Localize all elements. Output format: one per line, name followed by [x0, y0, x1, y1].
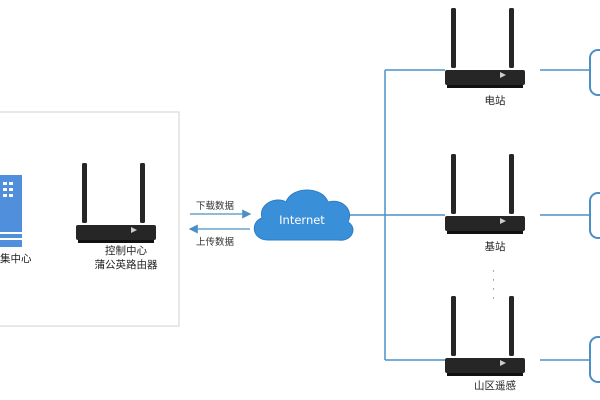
data-center-label: 集中心 [0, 253, 32, 265]
internet-label: Internet [279, 213, 325, 227]
control-center-panel [0, 111, 180, 327]
server-icon [0, 175, 22, 247]
remote-device-icons [589, 49, 600, 383]
mountain-sensing-router-icon [445, 296, 525, 376]
power-station-router-icon [445, 8, 525, 88]
control-center-line2: 蒲公英路由器 [94, 259, 158, 271]
download-label: 下载数据 [196, 201, 235, 212]
base-station-label: 基站 [484, 241, 506, 253]
mountain-sensing-label: 山区遥感 [474, 380, 516, 392]
control-center-label: 控制中心 蒲公英路由器 [76, 244, 176, 272]
upload-label: 上传数据 [196, 237, 235, 248]
internet-cloud-icon: Internet [253, 189, 354, 241]
control-center-router-icon [76, 163, 156, 243]
right-branch-lines [349, 69, 590, 361]
power-station-label: 电站 [484, 95, 506, 107]
ellipsis-indicator: · · · · [492, 267, 495, 304]
base-station-router-icon [445, 154, 525, 234]
control-center-line1: 控制中心 [105, 245, 147, 257]
